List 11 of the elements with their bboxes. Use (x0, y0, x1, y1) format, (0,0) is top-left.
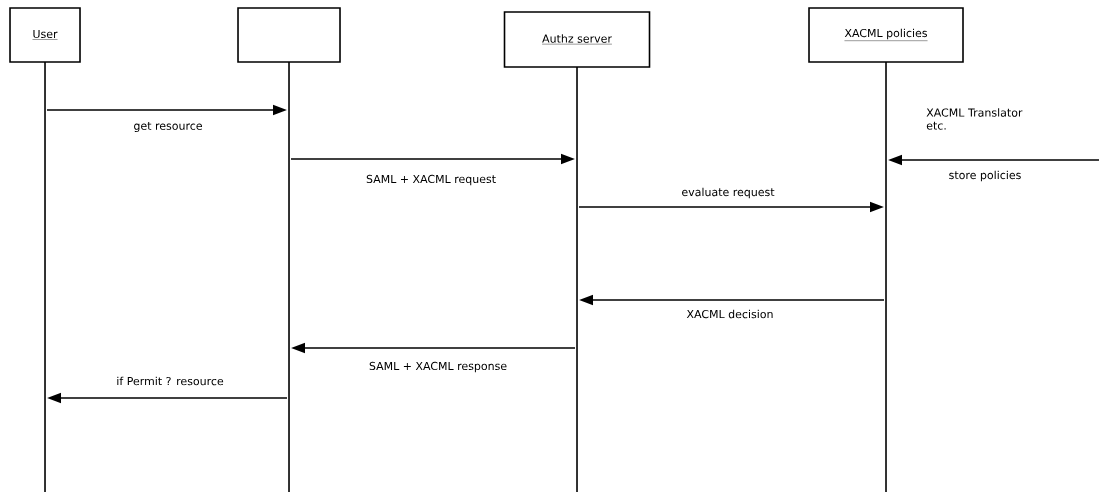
note: XACML Translator etc. (926, 108, 1023, 130)
edge-label: if Permit ? resource (117, 376, 224, 386)
participant-box: Authz server (503, 11, 651, 68)
edge-label: XACML decision (686, 309, 773, 319)
edge-label: evaluate request (682, 187, 775, 199)
participant-box: XACML policies (808, 7, 964, 63)
edge-label: SAML + XACML response (369, 361, 507, 373)
edge-label: SAML + XACML request (366, 174, 496, 186)
participant-box: User (9, 7, 81, 63)
edge-label: store policies (949, 170, 1021, 182)
edge-label: get resource (134, 122, 202, 132)
